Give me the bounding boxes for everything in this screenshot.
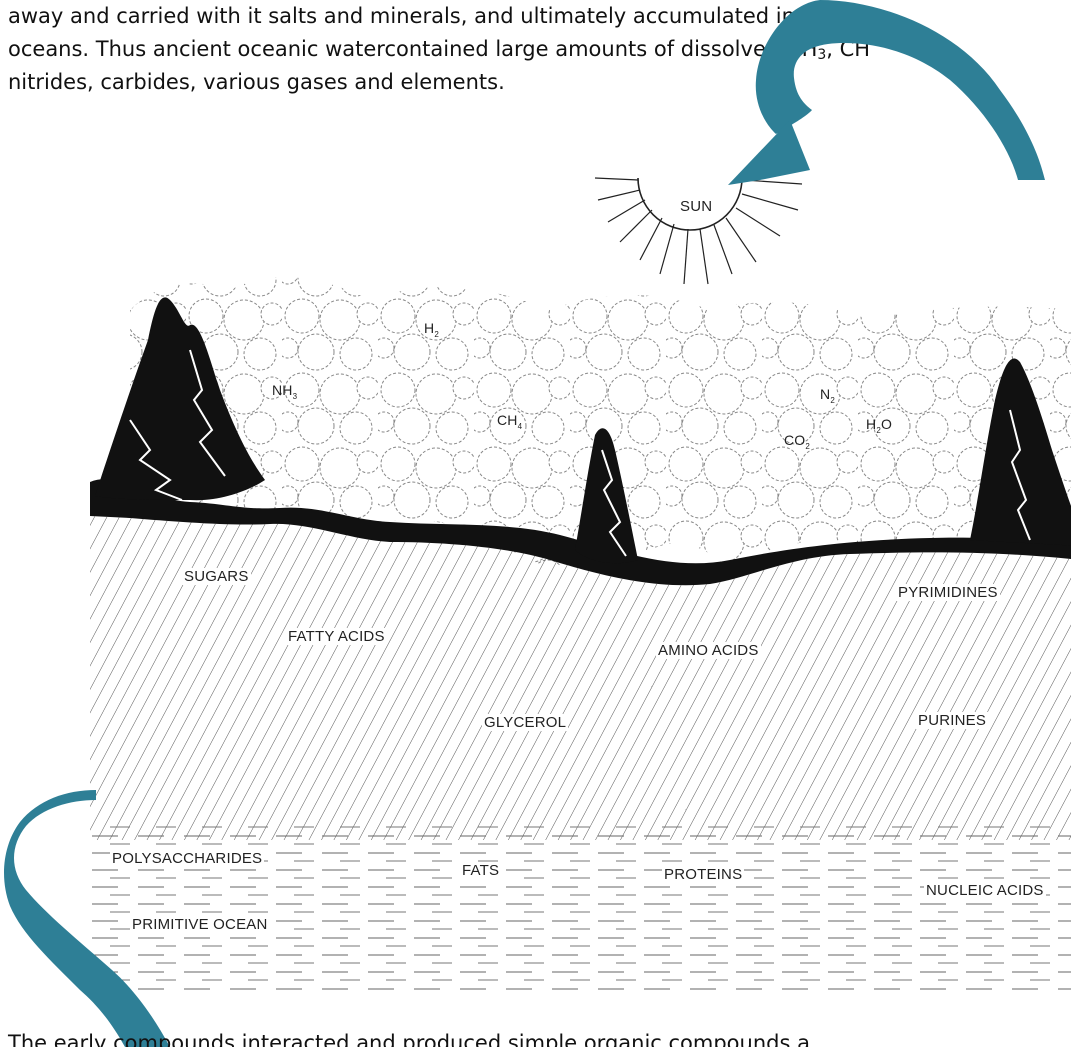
subscript: 3 [817, 47, 826, 63]
label-sugars: SUGARS [182, 568, 251, 585]
gas-label-h2o: H2O [866, 416, 892, 432]
primitive-earth-figure: SUN H2 NH3 CH4 N2 CO2 H2O SUGARS FATTY A… [90, 150, 1071, 990]
text-line: oceans. Thus ancient oceanic watercontai… [8, 33, 1071, 66]
gas-label-h2: H2 [424, 320, 439, 336]
label-fats: FATS [460, 862, 501, 879]
label-pyrimidines: PYRIMIDINES [896, 584, 1000, 601]
text-line: away and carried with it salts and miner… [8, 0, 1071, 33]
label-fatty-acids: FATTY ACIDS [286, 628, 387, 645]
label-primitive-ocean: PRIMITIVE OCEAN [130, 916, 270, 933]
label-nucleic-acids: NUCLEIC ACIDS [924, 882, 1046, 899]
paragraph-top: away and carried with it salts and miner… [8, 0, 1071, 99]
ocean-dashes [90, 820, 1071, 990]
text-line: The early compounds interacted and produ… [8, 1027, 1071, 1047]
label-polysaccharides: POLYSACCHARIDES [110, 850, 264, 867]
text-line: nitrides, carbides, various gases and el… [8, 66, 1071, 99]
label-proteins: PROTEINS [662, 866, 744, 883]
paragraph-bottom: The early compounds interacted and produ… [8, 1027, 1071, 1047]
label-purines: PURINES [916, 712, 988, 729]
label-glycerol: GLYCEROL [482, 714, 568, 731]
gas-label-ch4: CH4 [497, 412, 522, 428]
text-fragment: , CH [826, 37, 870, 61]
text-fragment: oceans. Thus ancient oceanic watercontai… [8, 37, 817, 61]
gas-label-co2: CO2 [784, 432, 810, 448]
label-amino-acids: AMINO ACIDS [656, 642, 761, 659]
gas-label-nh3: NH3 [272, 382, 297, 398]
gas-label-n2: N2 [820, 386, 835, 402]
sun-label: SUN [680, 198, 712, 215]
sun-icon [595, 178, 802, 284]
